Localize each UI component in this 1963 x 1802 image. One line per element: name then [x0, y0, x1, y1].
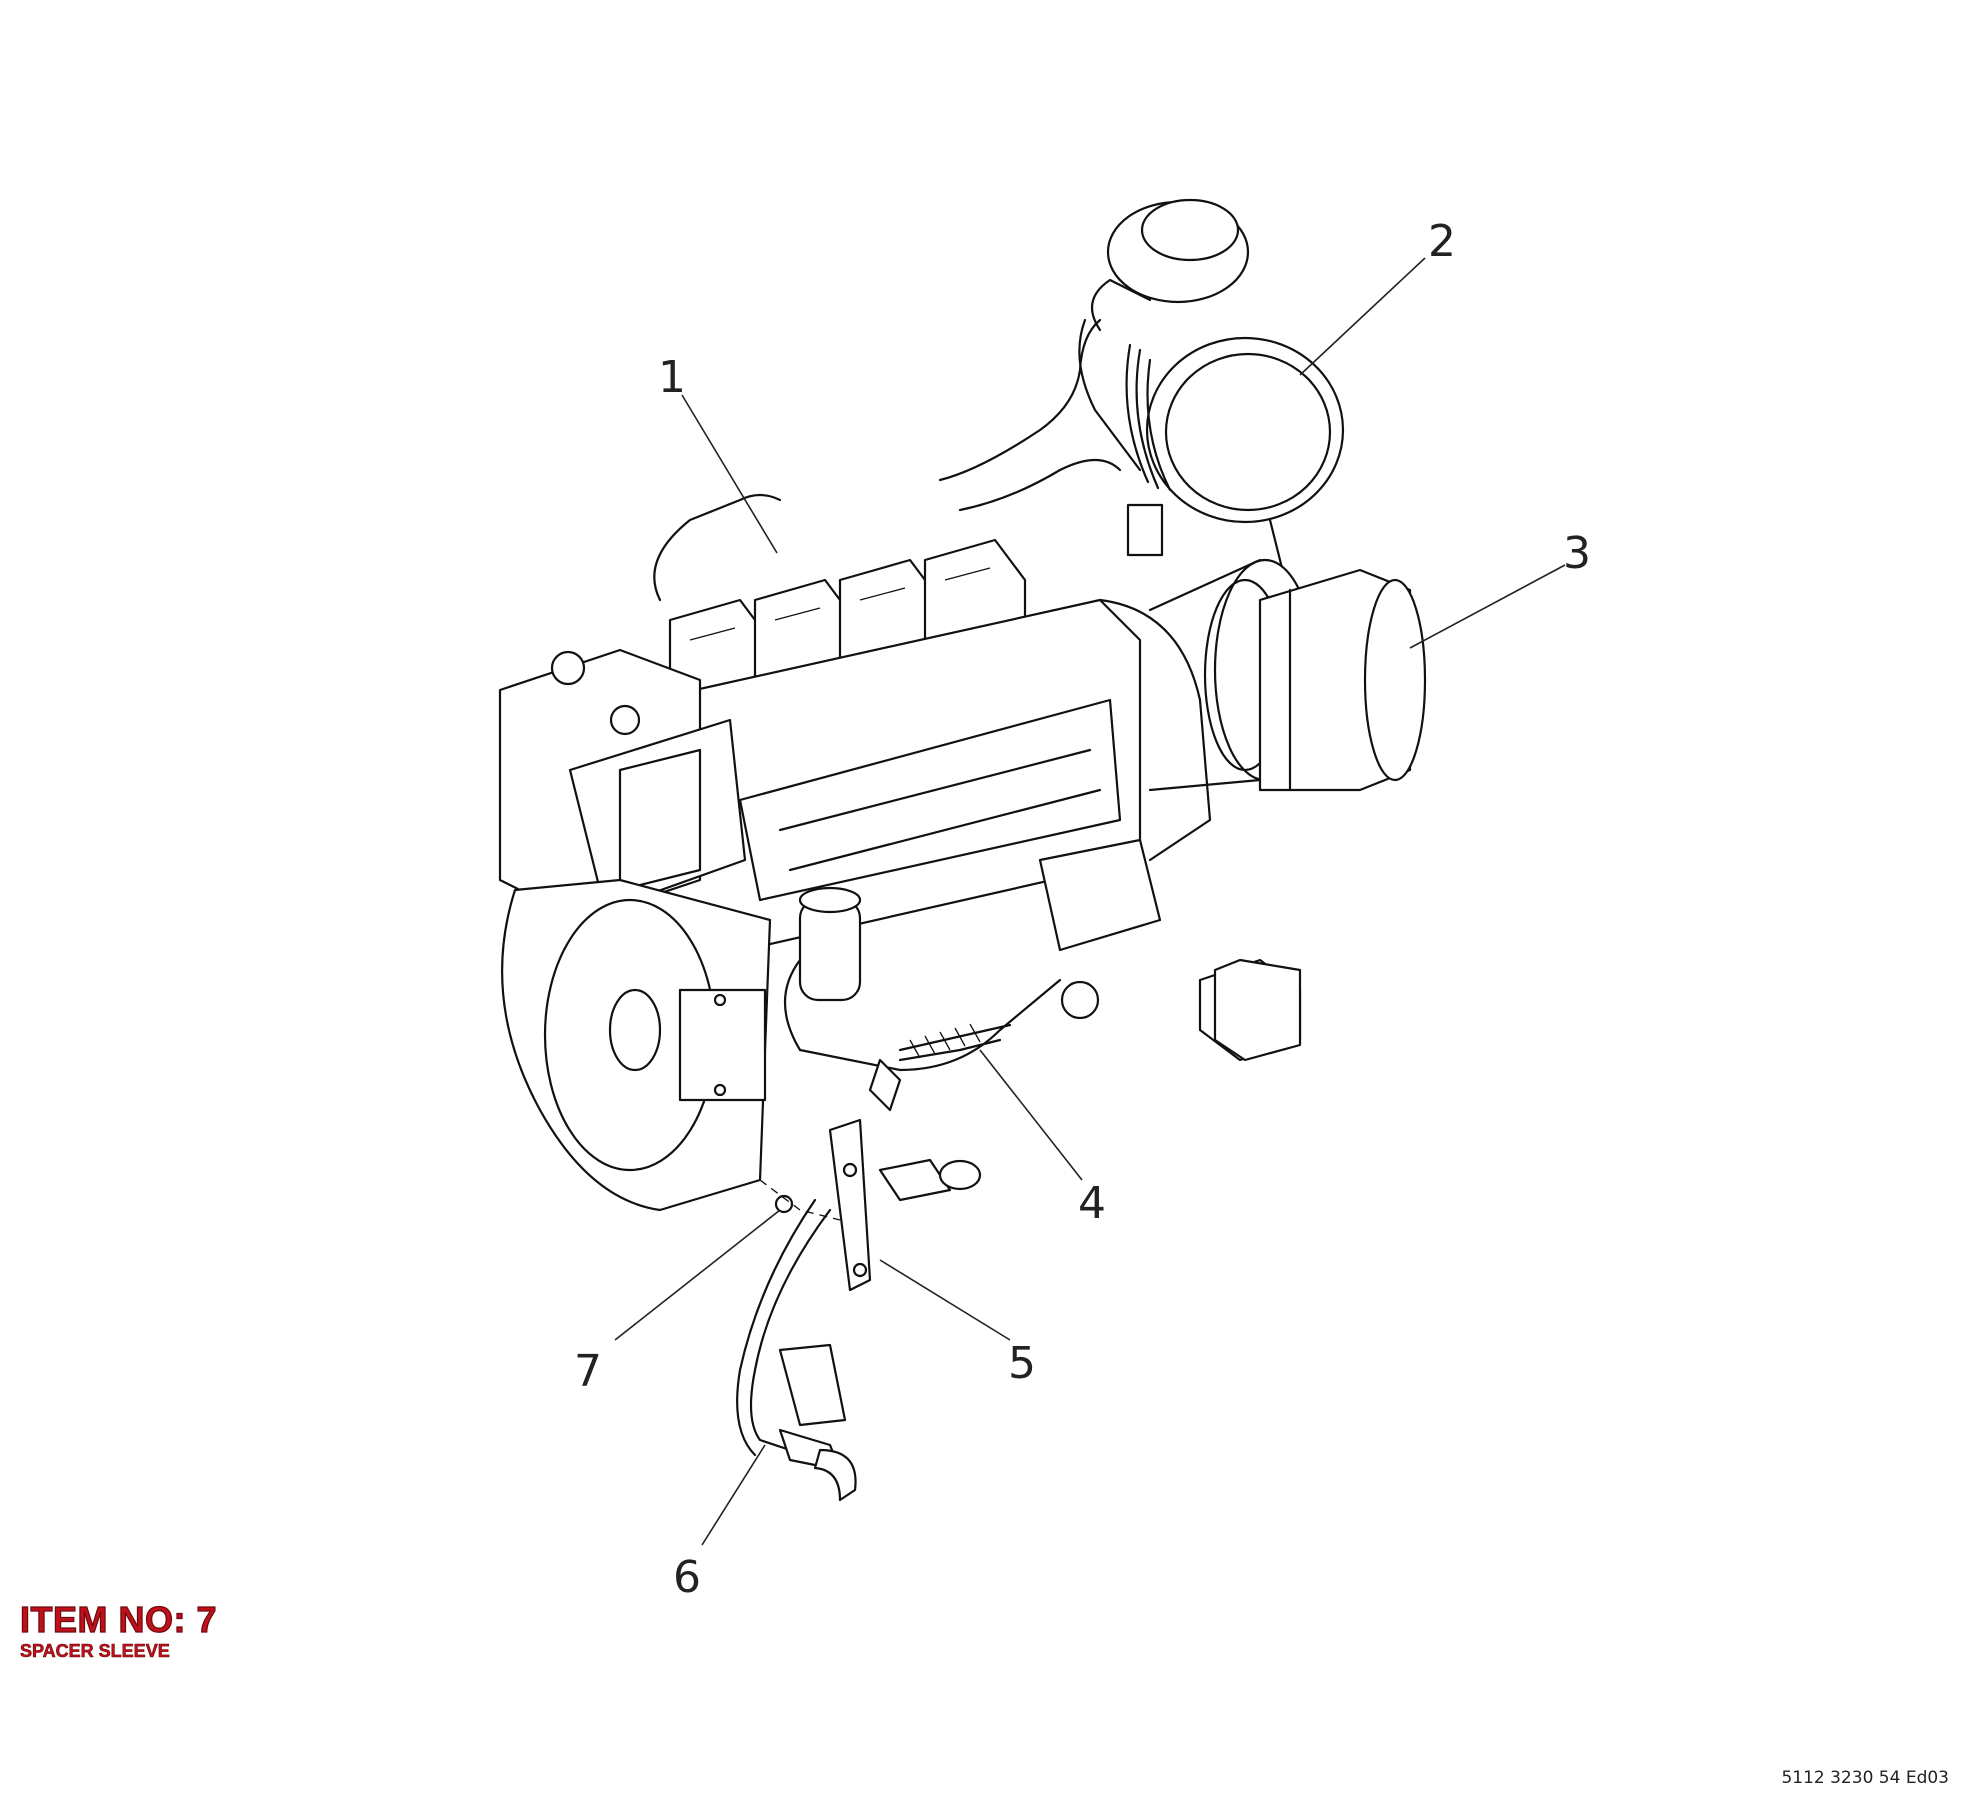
engine-drawing — [498, 198, 1427, 1502]
callout-5: 5 — [1008, 1338, 1036, 1389]
callout-numbers: 1 2 3 4 5 6 7 — [574, 216, 1591, 1603]
oil-drain-line — [736, 1118, 982, 1502]
item-name: SPACER SLEEVE — [20, 1641, 170, 1662]
callout-4: 4 — [1078, 1178, 1106, 1229]
item-number: ITEM NO: 7 — [19, 1599, 218, 1640]
item-label: ITEM NO: 7 SPACER SLEEVE — [19, 1599, 218, 1662]
engine-block — [498, 493, 1212, 962]
callout-7: 7 — [574, 1346, 602, 1397]
callout-1: 1 — [658, 352, 686, 403]
callout-3: 3 — [1563, 528, 1591, 579]
air-cleaner — [1078, 198, 1345, 602]
air-duct — [1258, 568, 1427, 792]
callout-6: 6 — [673, 1552, 701, 1603]
flywheel-housing — [501, 878, 772, 1212]
leader-lines — [614, 257, 1566, 1546]
callout-2: 2 — [1428, 216, 1456, 267]
document-number: 5112 3230 54 Ed03 — [1781, 1768, 1949, 1788]
fuel-filter — [784, 886, 1062, 1072]
accelerator-cable — [868, 1023, 1012, 1112]
